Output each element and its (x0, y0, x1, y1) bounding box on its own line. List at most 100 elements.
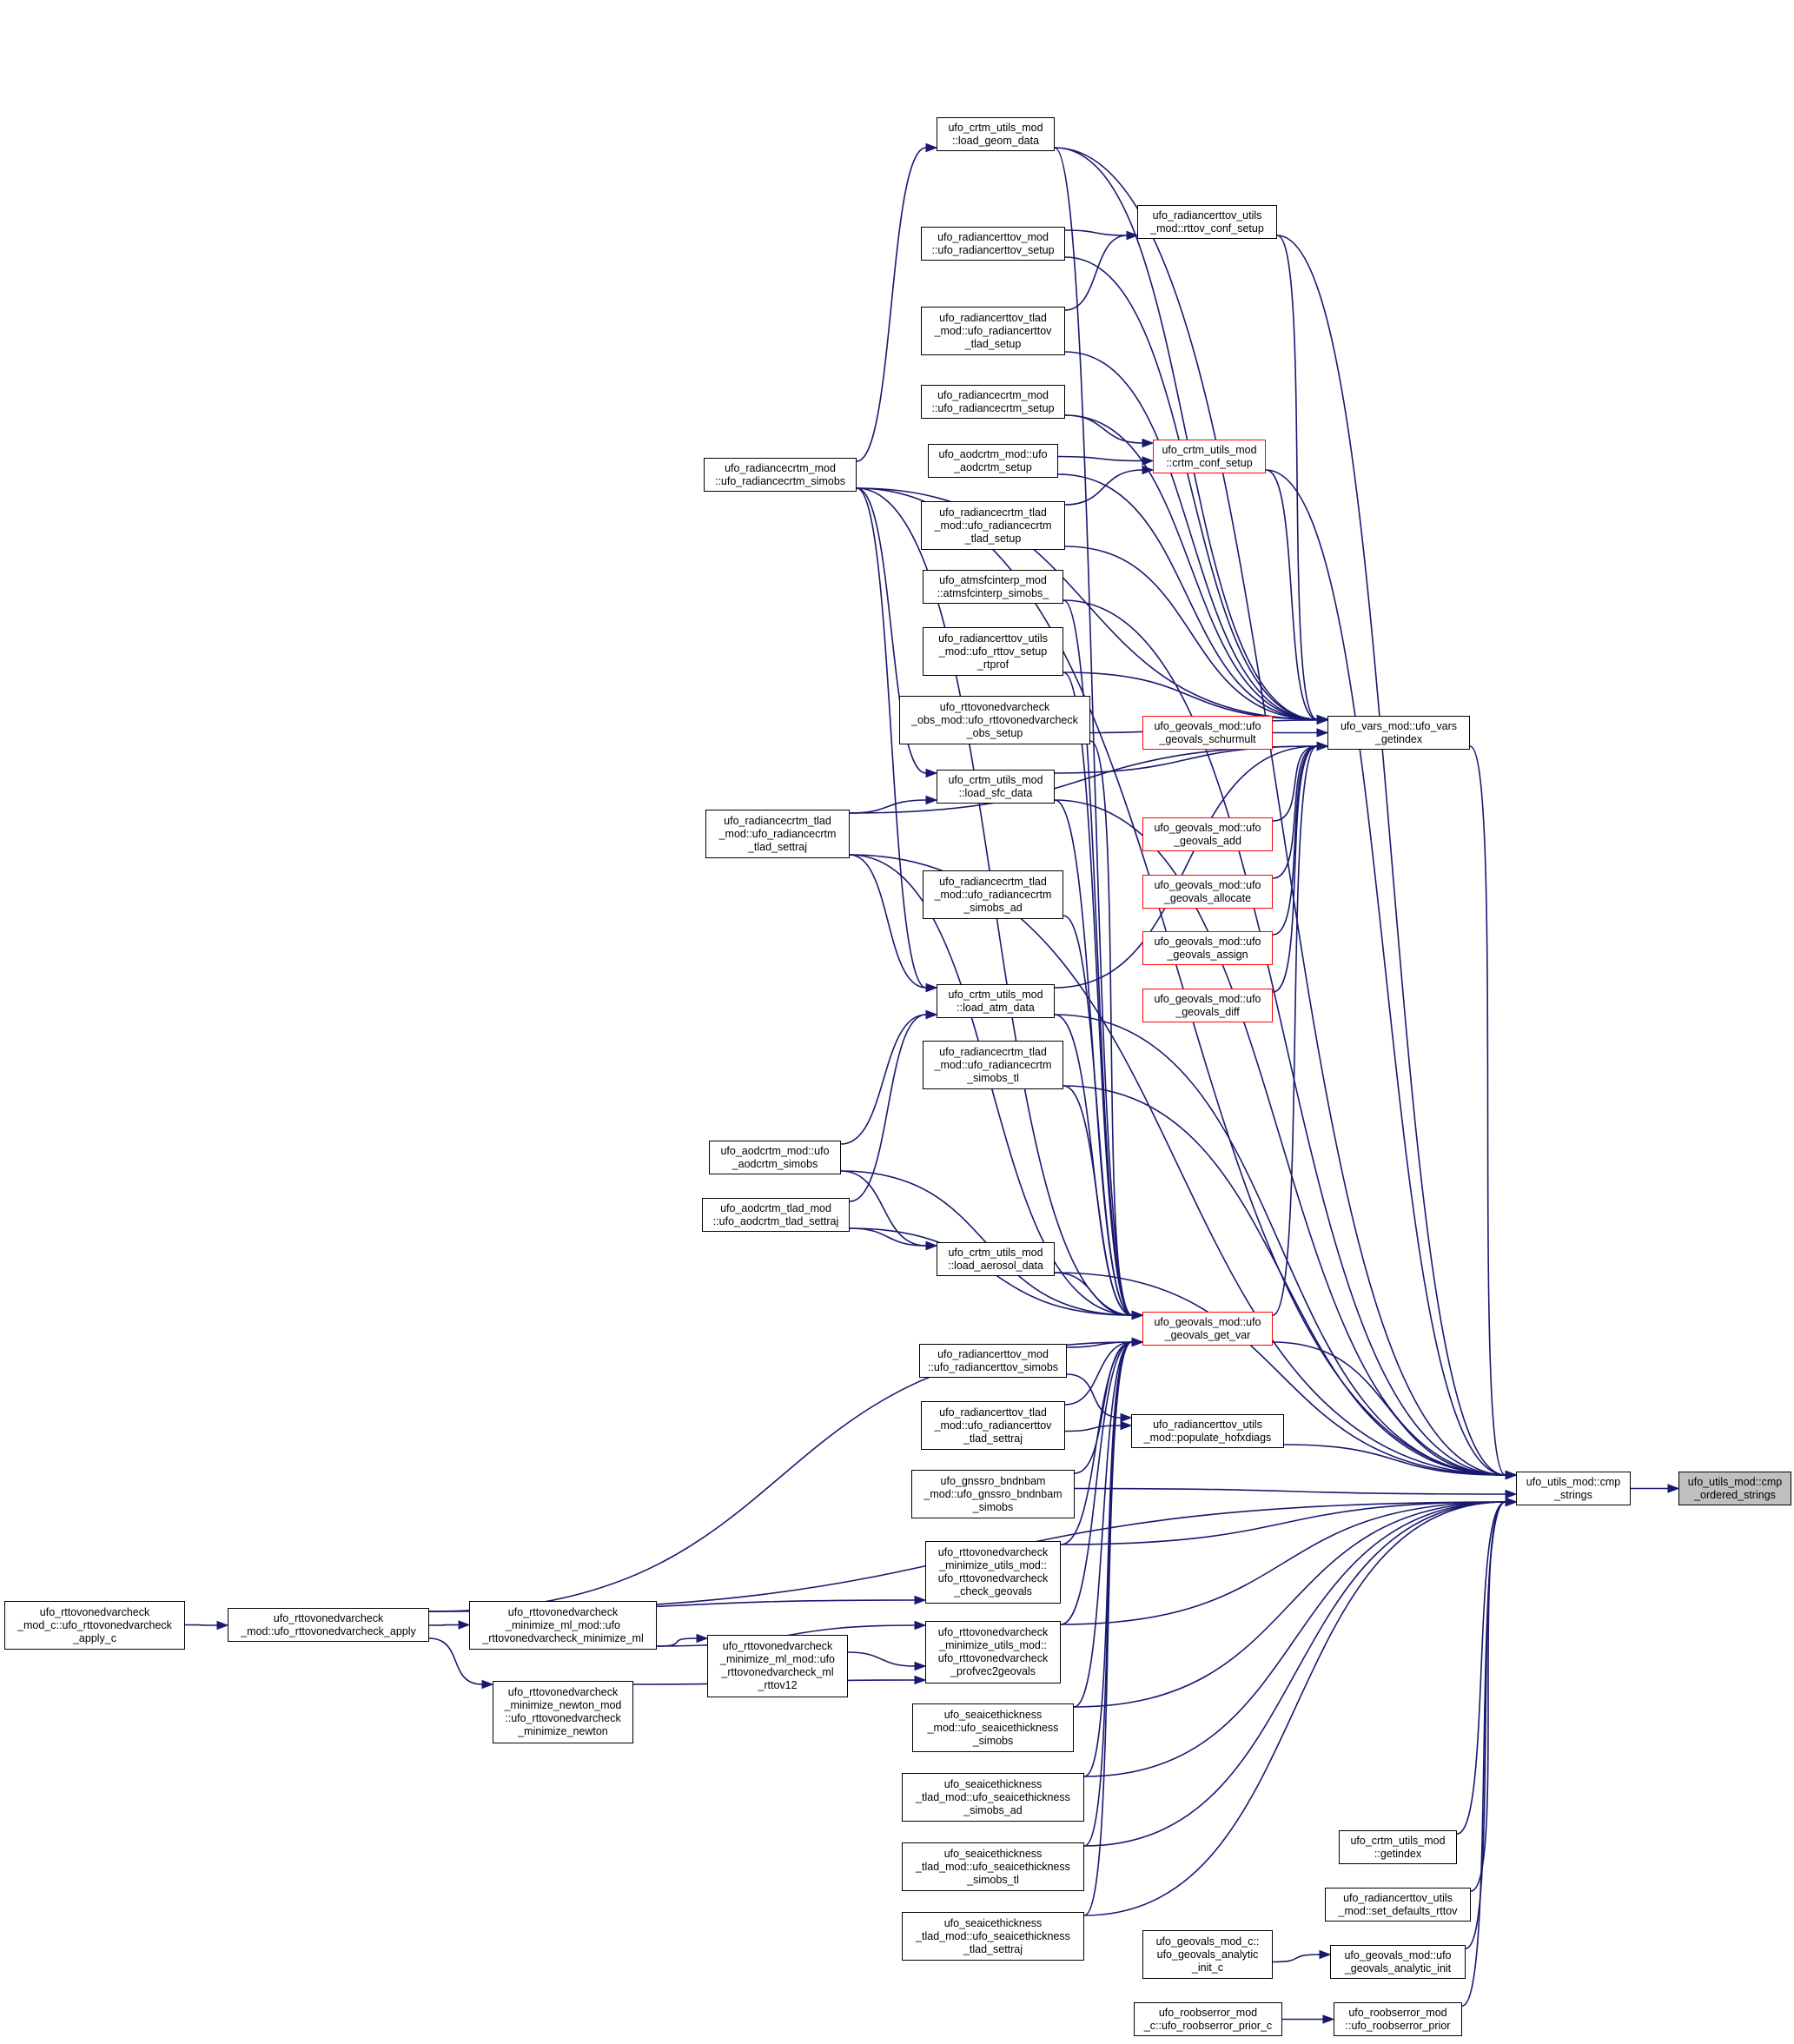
node-label-line: ufo_crtm_utils_mod (948, 988, 1043, 1001)
node-set-defaults-rttov[interactable]: ufo_radiancerttov_utils_mod::set_default… (1325, 1888, 1471, 1922)
node-crtm-getindex[interactable]: ufo_crtm_utils_mod::getindex (1339, 1830, 1457, 1864)
node-geovals-allocate[interactable]: ufo_geovals_mod::ufo_geovals_allocate (1142, 875, 1273, 909)
node-aodcrtm-simobs[interactable]: ufo_aodcrtm_mod::ufo_aodcrtm_simobs (709, 1141, 841, 1174)
call-edge-arrowhead (925, 768, 938, 778)
node-rttov-tlad-setup[interactable]: ufo_radiancerttov_tlad_mod::ufo_radiance… (921, 307, 1065, 355)
node-label-line: ufo_rttovonedvarcheck (273, 1611, 384, 1624)
node-atmsfcinterp-simobs[interactable]: ufo_atmsfcinterp_mod::atmsfcinterp_simob… (923, 570, 1063, 604)
call-edge-arrowhead (1120, 1412, 1133, 1423)
node-ufo-vars-getindex[interactable]: ufo_vars_mod::ufo_vars_getindex (1327, 716, 1470, 750)
node-label-line: _simobs (972, 1500, 1014, 1513)
node-geovals-diff[interactable]: ufo_geovals_mod::ufo_geovals_diff (1142, 989, 1273, 1022)
call-edge (1062, 599, 1133, 1316)
node-crtm-setup[interactable]: ufo_radiancecrtm_mod::ufo_radiancecrtm_s… (921, 385, 1065, 419)
call-edge-arrowhead (1142, 438, 1155, 448)
node-seaicethickness-tlad-settraj[interactable]: ufo_seaicethickness_tlad_mod::ufo_seaice… (902, 1912, 1084, 1961)
node-rttovonedvarcheck-obs-setup[interactable]: ufo_rttovonedvarcheck_obs_mod::ufo_rttov… (899, 696, 1090, 744)
call-edge (1054, 147, 1318, 720)
node-rttov-tlad-settraj[interactable]: ufo_radiancerttov_tlad_mod::ufo_radiance… (921, 1401, 1065, 1450)
node-cmp-ordered-strings[interactable]: ufo_utils_mod::cmp_ordered_strings (1678, 1472, 1791, 1505)
node-crtm-tlad-simobs-ad[interactable]: ufo_radiancecrtm_tlad_mod::ufo_radiancec… (923, 870, 1063, 919)
node-rttov-setup[interactable]: ufo_radiancerttov_mod::ufo_radiancerttov… (921, 227, 1065, 261)
node-populate-hofxdiags[interactable]: ufo_radiancerttov_utils_mod::populate_ho… (1131, 1414, 1284, 1448)
call-edge (1276, 235, 1318, 720)
node-label-line: _obs_setup (966, 726, 1023, 739)
node-geovals-analytic-init[interactable]: ufo_geovals_mod::ufo_geovals_analytic_in… (1330, 1945, 1466, 1979)
node-seaicethickness-tlad-simobs-tl[interactable]: ufo_seaicethickness_tlad_mod::ufo_seaice… (902, 1842, 1084, 1891)
node-label-line: ::load_atm_data (957, 1001, 1035, 1014)
node-label-line: _rttovonedvarcheck_minimize_ml (482, 1631, 644, 1644)
node-label-line: ufo_seaicethickness (943, 1708, 1043, 1721)
node-label-line: _tlad_setup (964, 532, 1022, 545)
node-crtm-conf-setup[interactable]: ufo_crtm_utils_mod::crtm_conf_setup (1153, 440, 1266, 473)
node-load-atm-data[interactable]: ufo_crtm_utils_mod::load_atm_data (937, 984, 1055, 1018)
node-crtm-tlad-setup[interactable]: ufo_radiancecrtm_tlad_mod::ufo_radiancec… (921, 501, 1065, 550)
node-rttovonedvarcheck-apply-c[interactable]: ufo_rttovonedvarcheck_mod_c::ufo_rttovon… (4, 1601, 185, 1650)
call-edge (1054, 147, 1506, 1476)
call-edge-arrowhead (1142, 456, 1155, 466)
node-label-line: ::load_aerosol_data (948, 1259, 1043, 1272)
node-roobserror-prior[interactable]: ufo_roobserror_mod::ufo_roobserror_prior (1334, 2002, 1462, 2036)
node-geovals-assign[interactable]: ufo_geovals_mod::ufo_geovals_assign (1142, 931, 1273, 965)
node-seaicethickness-tlad-simobs-ad[interactable]: ufo_seaicethickness_tlad_mod::ufo_seaice… (902, 1773, 1084, 1822)
node-aodcrtm-setup[interactable]: ufo_aodcrtm_mod::ufo_aodcrtm_setup (928, 444, 1058, 478)
node-rttov-simobs[interactable]: ufo_radiancerttov_mod::ufo_radiancerttov… (919, 1344, 1067, 1378)
call-edge (1060, 1501, 1506, 1625)
node-minimize-newton[interactable]: ufo_rttovonedvarcheck_minimize_newton_mo… (493, 1681, 633, 1743)
node-load-aerosol-data[interactable]: ufo_crtm_utils_mod::load_aerosol_data (937, 1242, 1055, 1276)
node-geovals-analytic-init-c[interactable]: ufo_geovals_mod_c::ufo_geovals_analytic_… (1142, 1930, 1273, 1979)
node-gnssro-bndnbam-simobs[interactable]: ufo_gnssro_bndnbam_mod::ufo_gnssro_bndnb… (911, 1470, 1075, 1518)
call-edge-arrowhead (1505, 1489, 1518, 1499)
call-edge-arrowhead (914, 1620, 927, 1631)
node-label-line: ufo_radiancerttov_utils (1152, 208, 1262, 222)
node-label-line: ::ufo_radiancecrtm_simobs (714, 474, 846, 487)
node-label-line: _mod_c::ufo_rttovonedvarcheck (17, 1618, 172, 1631)
node-label-line: _minimize_ml_mod::ufo (506, 1618, 620, 1631)
node-geovals-add[interactable]: ufo_geovals_mod::ufo_geovals_add (1142, 817, 1273, 851)
call-edge (1054, 1014, 1506, 1476)
call-edge-arrowhead (1316, 741, 1329, 751)
node-rttov-setup-rtprof[interactable]: ufo_radiancerttov_utils_mod::ufo_rttov_s… (923, 627, 1063, 676)
call-edge (1083, 1501, 1506, 1847)
call-edge (849, 1014, 927, 1202)
node-rttov-conf-setup[interactable]: ufo_radiancerttov_utils_mod::rttov_conf_… (1137, 205, 1277, 239)
node-label-line: ::ufo_aodcrtm_tlad_settraj (712, 1214, 839, 1227)
node-label-line: _minimize_newton_mod (504, 1699, 622, 1711)
node-load-geom-data[interactable]: ufo_crtm_utils_mod::load_geom_data (937, 117, 1055, 151)
node-profvec2geovals[interactable]: ufo_rttovonedvarcheck_minimize_utils_mod… (925, 1621, 1061, 1683)
node-label-line: _init_c (1191, 1961, 1224, 1974)
node-geovals-schurmult[interactable]: ufo_geovals_mod::ufo_geovals_schurmult (1142, 716, 1273, 750)
call-edge-arrowhead (1505, 1497, 1518, 1507)
node-label-line: _tlad_mod::ufo_seaicethickness (916, 1790, 1070, 1803)
node-label-line: ufo_rttovonedvarcheck (937, 1626, 1049, 1638)
node-check-geovals[interactable]: ufo_rttovonedvarcheck_minimize_utils_mod… (925, 1541, 1061, 1604)
node-label-line: ufo_crtm_utils_mod (1350, 1834, 1446, 1847)
call-edge (1083, 1341, 1133, 1777)
node-seaicethickness-simobs[interactable]: ufo_seaicethickness_mod::ufo_seaicethick… (912, 1703, 1074, 1752)
node-minimize-ml[interactable]: ufo_rttovonedvarcheck_minimize_ml_mod::u… (469, 1601, 657, 1650)
node-crtm-tlad-settraj[interactable]: ufo_radiancecrtm_tlad_mod::ufo_radiancec… (705, 810, 850, 858)
call-edge (1062, 671, 1133, 1316)
call-edge (849, 854, 927, 989)
node-label-line: ufo_geovals_mod::ufo (1154, 878, 1261, 891)
node-load-sfc-data[interactable]: ufo_crtm_utils_mod::load_sfc_data (937, 770, 1055, 804)
node-label-line: _simobs (972, 1734, 1014, 1747)
call-edge (849, 799, 927, 814)
call-edge (1064, 256, 1318, 720)
node-cmp-strings[interactable]: ufo_utils_mod::cmp_strings (1516, 1472, 1631, 1505)
node-label-line: ufo_radiancecrtm_tlad (939, 506, 1047, 519)
node-roobserror-prior-c[interactable]: ufo_roobserror_mod_c::ufo_roobserror_pri… (1134, 2002, 1282, 2036)
call-edge (849, 1227, 927, 1247)
node-label-line: ufo_geovals_mod::ufo (1344, 1948, 1452, 1961)
call-edge-arrowhead (1322, 2014, 1335, 2024)
node-geovals-get-var[interactable]: ufo_geovals_mod::ufo_geovals_get_var (1142, 1312, 1273, 1346)
call-edge (428, 1637, 483, 1685)
node-aodcrtm-tlad-settraj[interactable]: ufo_aodcrtm_tlad_mod::ufo_aodcrtm_tlad_s… (702, 1198, 850, 1232)
node-crtm-simobs[interactable]: ufo_radiancecrtm_mod::ufo_radiancecrtm_s… (704, 458, 857, 492)
node-label-line: ufo_radiancecrtm_tlad (939, 1045, 1047, 1058)
node-crtm-tlad-simobs-tl[interactable]: ufo_radiancecrtm_tlad_mod::ufo_radiancec… (923, 1041, 1063, 1089)
node-ml-rttov12[interactable]: ufo_rttovonedvarcheck_minimize_ml_mod::u… (707, 1635, 848, 1697)
node-rttovonedvarcheck-apply[interactable]: ufo_rttovonedvarcheck_mod::ufo_rttovoned… (228, 1608, 429, 1642)
node-label-line: _tlad_settraj (963, 1432, 1023, 1445)
